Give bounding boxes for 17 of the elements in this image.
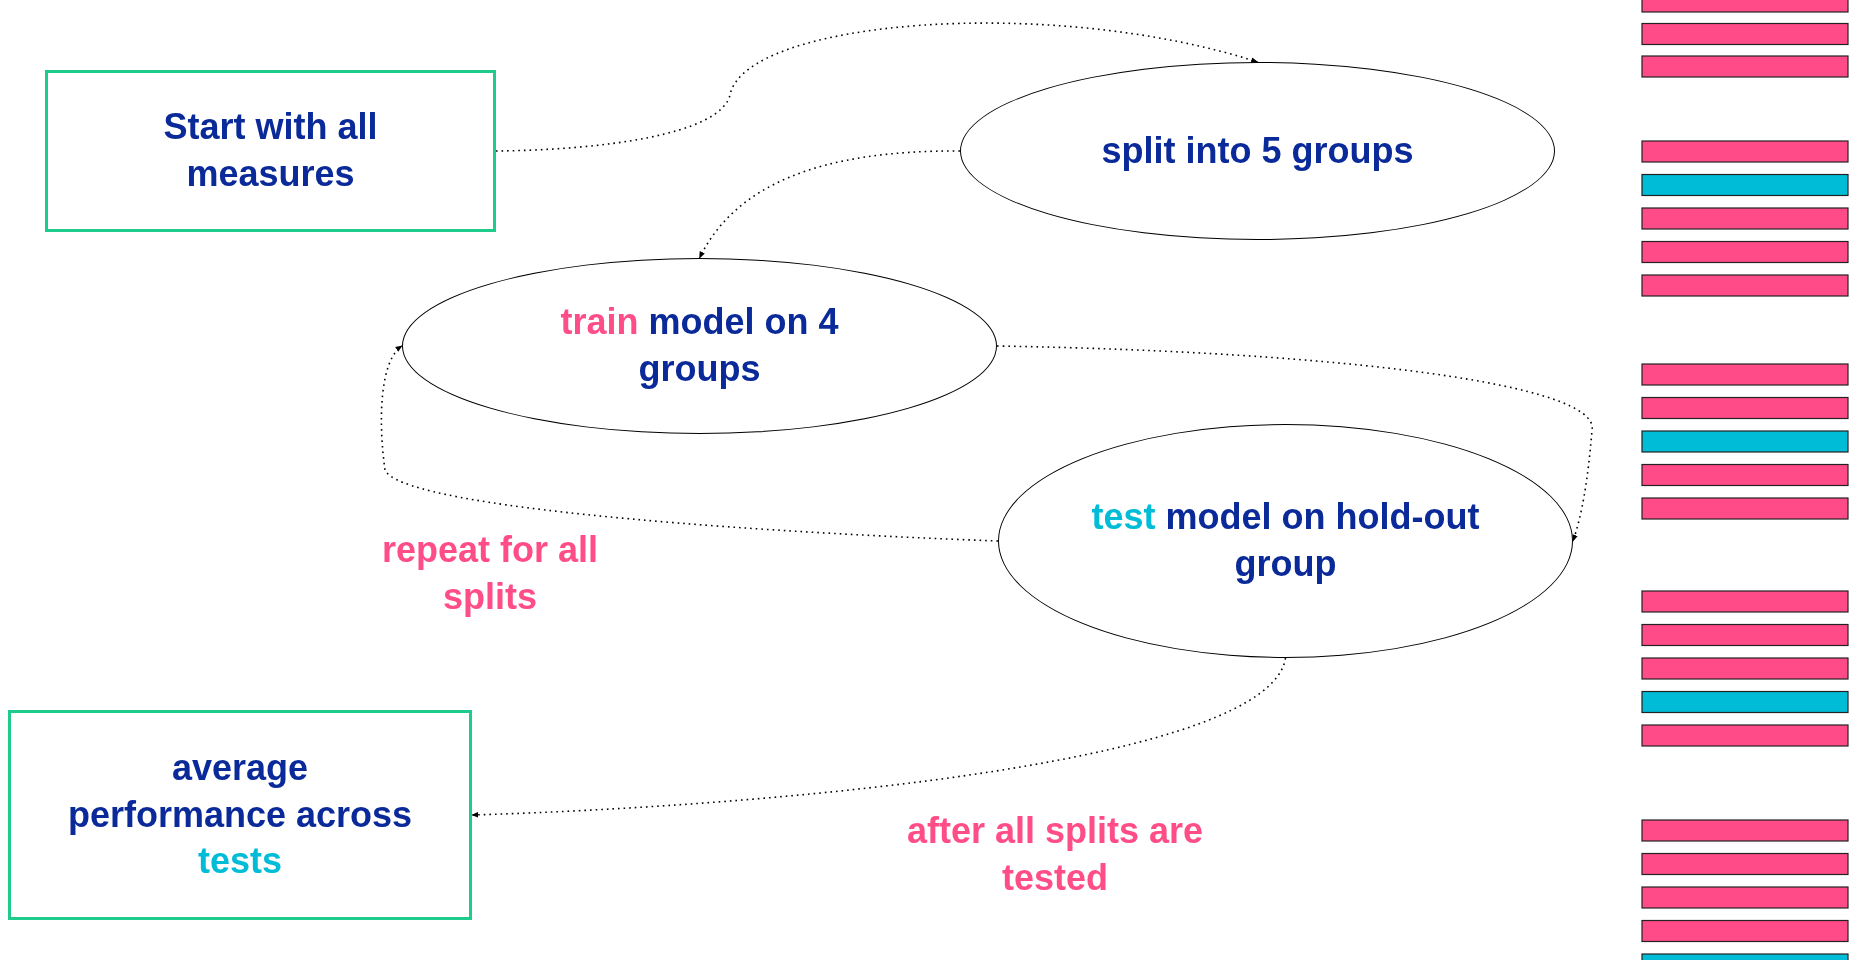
highlight-word: train [560, 301, 639, 343]
step-box [8, 710, 472, 920]
dotted-arrow [471, 657, 1287, 818]
annotation-text: repeat for all splits [380, 528, 600, 619]
dotted-arrow [698, 150, 961, 259]
step-box [45, 70, 496, 232]
dotted-arrow [495, 22, 1259, 152]
node-label: average performance across [67, 745, 413, 837]
node-label: Start with all measures [162, 105, 379, 196]
node-label: split into 5 groups [1101, 128, 1414, 173]
node-label: model on hold-out group [1165, 496, 1480, 584]
dotted-arrow [380, 345, 999, 542]
highlight-word: tests [196, 839, 283, 884]
node-label: model on 4 groups [638, 301, 839, 389]
annotation-text: after all splits are tested [905, 809, 1205, 900]
dotted-arrow [996, 345, 1593, 542]
highlight-word: test [1091, 496, 1156, 538]
